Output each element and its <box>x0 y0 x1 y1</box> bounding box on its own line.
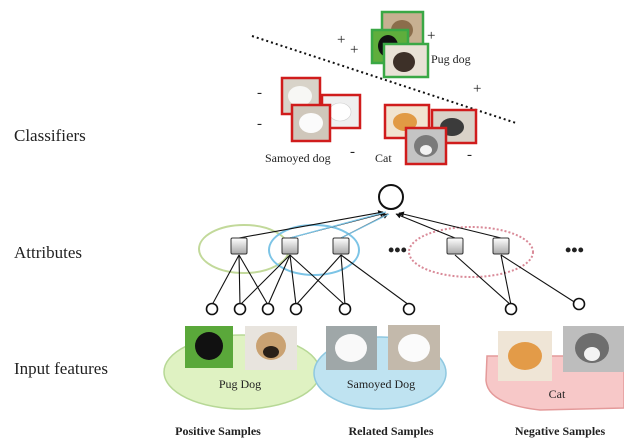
input-feature-node <box>504 302 518 316</box>
classifier-node <box>378 184 404 210</box>
group-label-samoyed: Samoyed Dog <box>347 377 415 391</box>
samoyed-thumbnail <box>320 93 362 130</box>
input-to-attribute-edges <box>211 254 580 306</box>
input-feature-node <box>205 302 219 316</box>
row-label-attributes: Attributes <box>14 243 82 262</box>
pug-classifier-thumbnails <box>370 10 430 79</box>
plus-sign: + <box>473 81 481 97</box>
related-sample-images <box>326 325 440 370</box>
attribute-highlight-edges <box>289 211 390 239</box>
input-feature-nodes <box>205 297 586 316</box>
attribute-group-ring <box>408 226 534 278</box>
minus-sign: - <box>257 85 262 101</box>
row-label-input-features: Input features <box>14 359 108 378</box>
group-label-pug: Pug Dog <box>219 377 261 391</box>
input-feature-node <box>289 302 303 316</box>
samoyed-sample-image <box>388 325 440 370</box>
attribute-node <box>446 237 464 255</box>
attribute-node <box>281 237 299 255</box>
input-feature-node <box>402 302 416 316</box>
cat-thumbnail <box>404 126 448 166</box>
samoyed-thumbnail <box>290 103 332 143</box>
class-label-cat: Cat <box>375 151 392 165</box>
cat-classifier-thumbnails <box>383 103 478 166</box>
caption-negative-samples: Negative Samples <box>515 424 606 438</box>
plus-sign: + <box>337 32 345 48</box>
samoyed-classifier-thumbnails <box>280 76 362 143</box>
caption-positive-samples: Positive Samples <box>175 424 261 438</box>
input-feature-node <box>338 302 352 316</box>
row-label-classifiers: Classifiers <box>14 126 86 145</box>
pug-sample-image <box>185 326 233 368</box>
attribute-node <box>332 237 350 255</box>
positive-sample-images <box>185 326 297 370</box>
input-feature-node <box>572 297 586 311</box>
pug-sample-image <box>245 326 297 370</box>
attribute-node <box>230 237 248 255</box>
group-label-cat: Cat <box>549 387 566 401</box>
class-label-pug: Pug dog <box>431 52 471 66</box>
class-label-samoyed: Samoyed dog <box>265 151 331 165</box>
plus-sign: + <box>427 28 435 44</box>
decision-boundary <box>251 35 517 124</box>
pug-thumbnail <box>382 42 430 79</box>
input-feature-node <box>261 302 275 316</box>
minus-sign: - <box>350 144 355 160</box>
minus-sign: - <box>467 147 472 163</box>
negative-sample-images <box>498 326 624 381</box>
input-feature-node <box>233 302 247 316</box>
minus-sign: - <box>257 116 262 132</box>
attribute-node <box>492 237 510 255</box>
samoyed-sample-image <box>326 326 377 370</box>
cat-sample-image <box>563 326 624 372</box>
attribute-ellipsis: ••• <box>565 240 584 260</box>
plus-sign: + <box>350 42 358 58</box>
attribute-nodes <box>230 237 510 255</box>
attribute-ellipsis: ••• <box>388 240 407 260</box>
cat-sample-image <box>498 331 552 381</box>
caption-related-samples: Related Samples <box>349 424 434 438</box>
